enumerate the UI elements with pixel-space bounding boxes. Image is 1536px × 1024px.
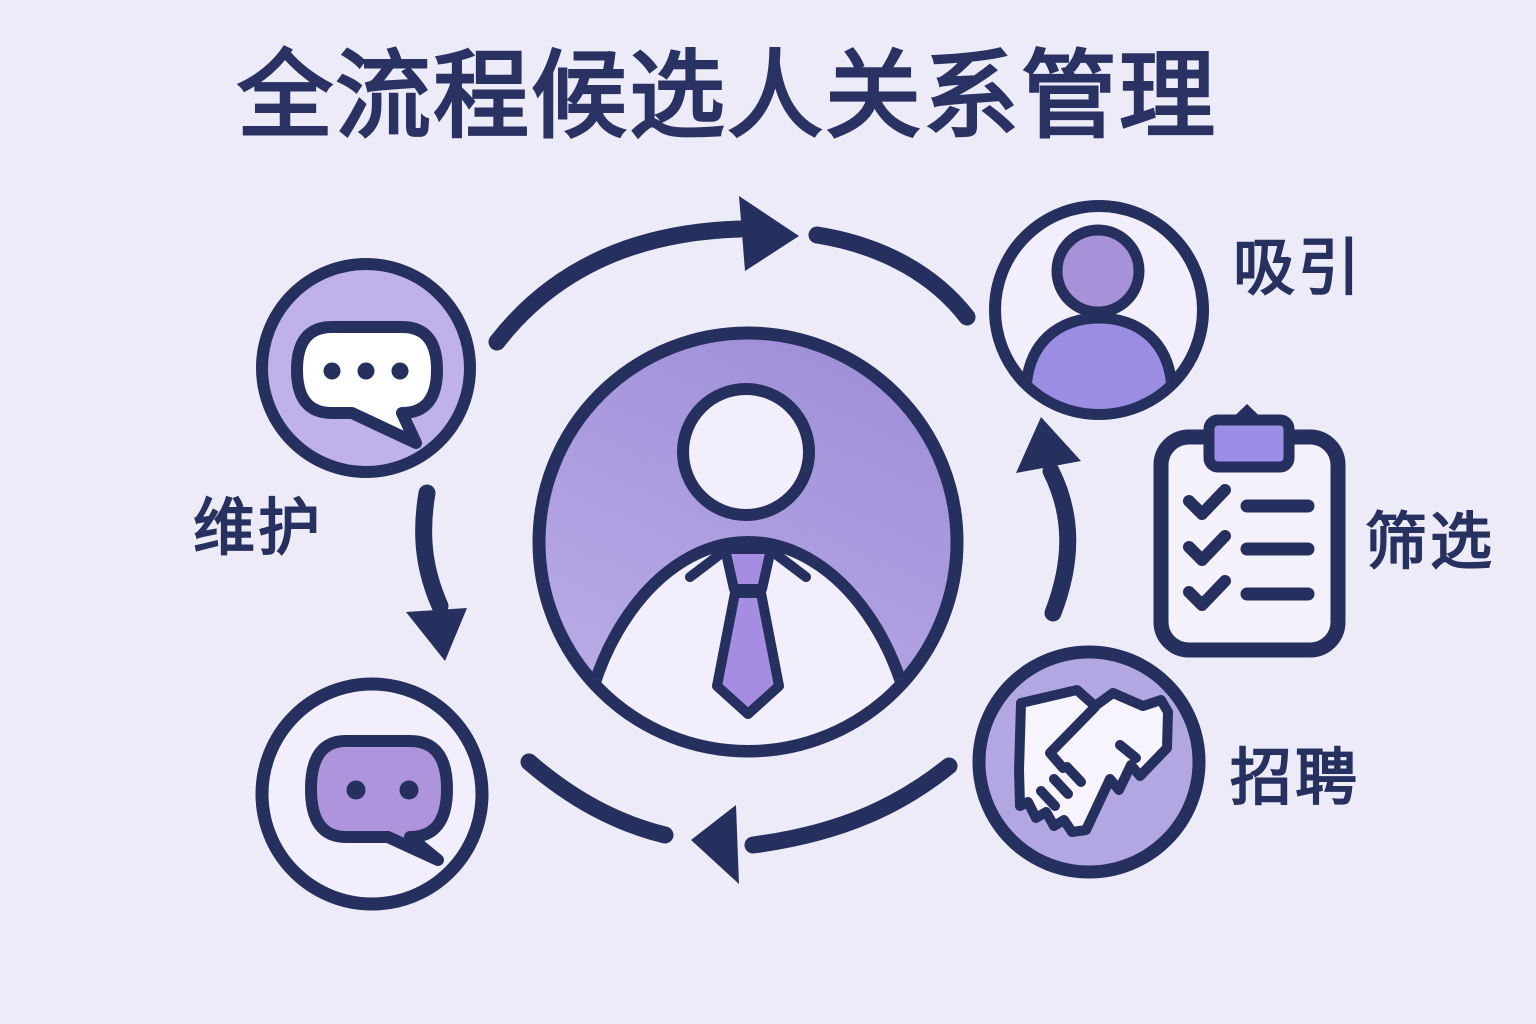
candidate-head [677, 383, 815, 521]
tie-collar-left [685, 547, 728, 582]
tie-knot [720, 544, 776, 594]
user-silhouette-icon [989, 200, 1209, 420]
handshake-icon [972, 645, 1206, 879]
stage-label-screen: 筛选 [1365, 505, 1496, 578]
candidate-profile-tie-icon [532, 326, 964, 758]
cycle-arrow-up-head [1016, 417, 1081, 473]
user-body [1020, 312, 1178, 409]
cycle-arc-top-right [808, 226, 976, 326]
cycle-arrow-top-shaft [488, 220, 749, 351]
handshake-details [1036, 702, 1141, 811]
checklist-checks [1183, 484, 1231, 611]
user-head [1051, 224, 1145, 318]
cycle-arrow-down-head [406, 608, 467, 661]
purple-speech-bubble [305, 735, 453, 866]
chat-bot-bubble-icon [255, 677, 489, 911]
stage-label-maintain: 维护 [193, 491, 324, 564]
candidate-tie [685, 544, 811, 719]
clipboard-checklist-icon [1153, 404, 1346, 658]
clipboard-clip [1203, 414, 1295, 473]
bubble-eyes [346, 780, 419, 800]
cycle-arrow-bottom-head [691, 805, 739, 884]
page-title: 全流程候选人关系管理 [237, 40, 1217, 152]
stage-label-recruit: 招聘 [1230, 741, 1361, 814]
cycle-arrow-down-shaft [415, 484, 449, 615]
checklist-lines [1240, 499, 1315, 601]
cycle-arrows [406, 196, 1081, 884]
speech-bubble [291, 321, 443, 449]
stage-label-attract: 吸引 [1233, 231, 1364, 304]
cycle-arrow-top-head [739, 196, 799, 271]
cycle-arrow-bottom-shaft [744, 757, 958, 854]
cycle-arc-bottom-left [520, 753, 674, 844]
tie-body [712, 588, 784, 719]
tie-collar-right [768, 547, 811, 582]
handshake-silhouette [1014, 685, 1173, 837]
chat-dots-bubble-icon [256, 258, 476, 478]
cycle-arrow-up-shaft [1042, 462, 1077, 622]
bubble-dots [323, 362, 409, 380]
